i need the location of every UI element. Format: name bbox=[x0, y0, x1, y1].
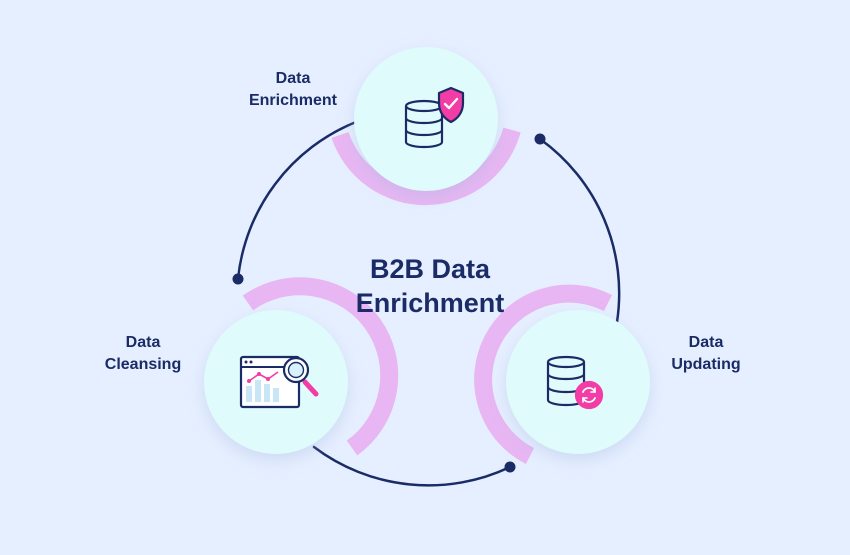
node-label-line2: Enrichment bbox=[248, 92, 337, 109]
diagram-title-line2: Enrichment bbox=[355, 288, 505, 318]
node-label-cleansing: Data Cleansing bbox=[73, 332, 213, 376]
node-cleansing bbox=[204, 310, 348, 454]
database-refresh-icon bbox=[546, 355, 604, 410]
database-shield-icon bbox=[404, 86, 465, 149]
node-label-line1: Data bbox=[125, 334, 161, 351]
node-circle bbox=[354, 47, 498, 191]
node-enrichment bbox=[354, 47, 498, 191]
connector-dot bbox=[504, 461, 516, 473]
node-circle bbox=[506, 310, 650, 454]
connector-arc-top-left bbox=[236, 120, 358, 281]
connector-arc-top-right bbox=[538, 137, 621, 324]
node-label-updating: Data Updating bbox=[636, 332, 776, 376]
connector-arc-bottom bbox=[312, 445, 512, 487]
connector-dot bbox=[534, 133, 546, 145]
accent-arc-updating bbox=[474, 284, 613, 465]
node-label-line1: Data bbox=[688, 334, 724, 351]
diagram-title: B2B Data Enrichment bbox=[300, 252, 560, 320]
connector-dot bbox=[232, 273, 244, 285]
node-label-line2: Cleansing bbox=[104, 356, 182, 373]
node-label-line1: Data bbox=[275, 70, 311, 87]
node-label-enrichment: Data Enrichment bbox=[223, 68, 363, 112]
chart-magnifier-icon bbox=[239, 355, 319, 409]
diagram-title-line1: B2B Data bbox=[369, 254, 491, 284]
accent-arc-enrichment bbox=[331, 127, 521, 206]
node-updating bbox=[506, 310, 650, 454]
node-label-line2: Updating bbox=[671, 356, 741, 373]
accent-arc-cleansing bbox=[242, 277, 399, 456]
